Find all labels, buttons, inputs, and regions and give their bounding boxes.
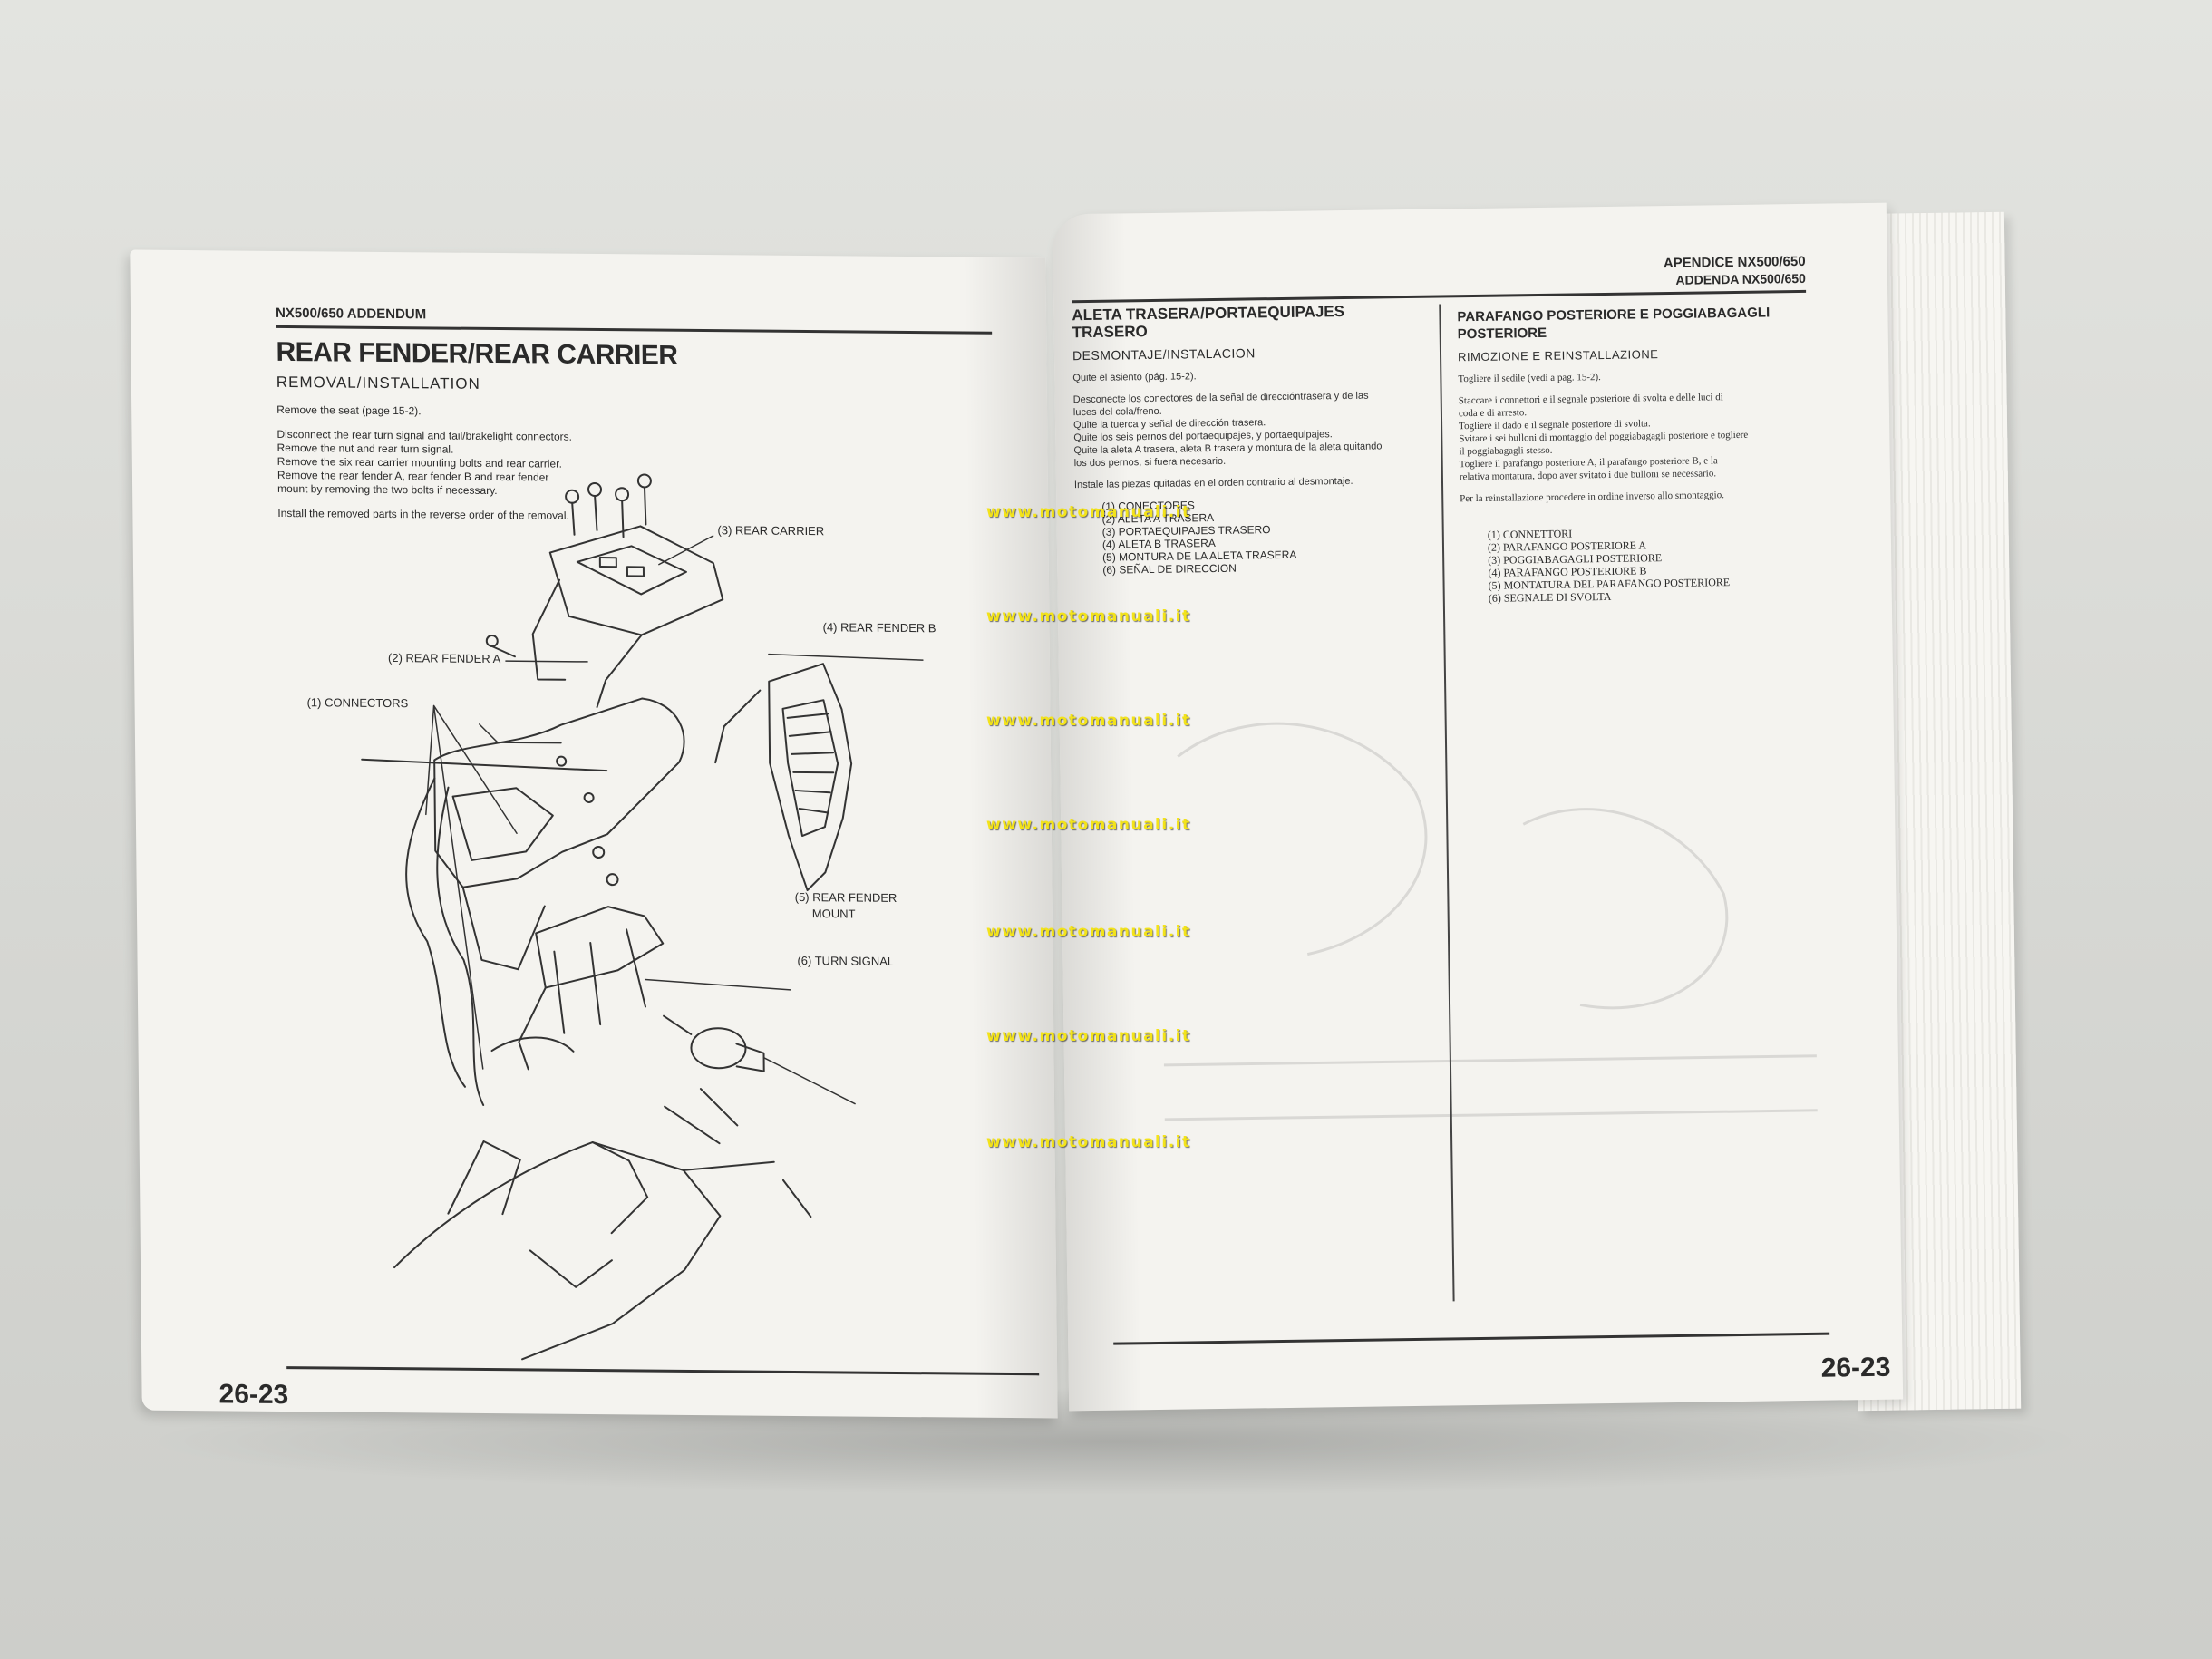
exploded-view-diagram: [361, 473, 924, 1361]
rear-fender-a-part: [433, 697, 685, 971]
footer-rule: [1113, 1332, 1830, 1345]
turn-signal-part: [663, 1014, 765, 1072]
rear-fender-b-part: [714, 663, 853, 892]
spanish-steps: Desconecte los conectores de la señal de…: [1073, 389, 1419, 470]
bleed-through-shadow: [1163, 722, 1818, 1121]
spanish-subtitle: DESMONTAJE/INSTALACION: [1072, 345, 1256, 364]
right-page-header-it: ADDENDA NX500/650: [1675, 270, 1807, 287]
callout-rear-fender-mount: (5) REAR FENDER: [794, 889, 897, 905]
callout-leaders: [425, 535, 924, 1105]
watermark-text: www.motomanuali.it: [986, 816, 1191, 834]
callout-connectors: (1) CONNECTORS: [306, 695, 409, 711]
italian-subtitle: RIMOZIONE E REINSTALLAZIONE: [1457, 347, 1659, 364]
callout-rear-fender-a: (2) REAR FENDER A: [387, 651, 501, 666]
watermark-text: www.motomanuali.it: [986, 607, 1191, 626]
spanish-column: ALETA TRASERA/PORTAEQUIPAJES TRASERO DES…: [1072, 302, 1420, 577]
spanish-install: Instale las piezas quitadas en el orden …: [1073, 475, 1353, 491]
italian-column: PARAFANGO POSTERIORE E POGGIABAGAGLI POS…: [1457, 304, 1815, 605]
spanish-title-line2: TRASERO: [1072, 323, 1148, 342]
italian-title: PARAFANGO POSTERIORE E POGGIABAGAGLI POS…: [1457, 304, 1810, 343]
rear-carrier-part: [485, 525, 724, 709]
spanish-title-line1: ALETA TRASERA/PORTAEQUIPAJES: [1072, 302, 1345, 325]
rear-fender-mount-part: [518, 906, 665, 1071]
left-page: NX500/650 ADDENDUM REAR FENDER/REAR CARR…: [130, 249, 1058, 1419]
watermark-text: www.motomanuali.it: [986, 712, 1191, 730]
italian-parts-list: (1) CONNETTORI (2) PARAFANGO POSTERIORE …: [1460, 524, 1815, 605]
callout-rear-fender-mount-line2: MOUNT: [811, 907, 856, 921]
left-page-number: 26-23: [218, 1379, 289, 1411]
spanish-seat: Quite el asiento (pág. 15-2).: [1072, 371, 1197, 384]
italian-title-line2: POSTERIORE: [1457, 325, 1547, 343]
right-page: APENDICE NX500/650 ADDENDA NX500/650 ALE…: [1052, 202, 1904, 1412]
italian-seat: Togliere il sedile (vedi a pag. 15-2).: [1458, 372, 1601, 385]
callout-rear-fender-b: (4) REAR FENDER B: [822, 620, 936, 635]
right-page-number: 26-23: [1820, 1352, 1891, 1383]
italian-install: Per la reinstallazione procedere in ordi…: [1460, 490, 1725, 505]
right-page-header-es: APENDICE NX500/650: [1663, 253, 1806, 272]
spanish-title: ALETA TRASERA/PORTAEQUIPAJES TRASERO: [1072, 302, 1416, 341]
watermark-text: www.motomanuali.it: [986, 1133, 1191, 1151]
watermark-text: www.motomanuali.it: [986, 1027, 1191, 1045]
connector-wires: [361, 758, 608, 1106]
callout-rear-carrier: (3) REAR CARRIER: [717, 523, 825, 538]
italian-steps: Staccare i connettori e il segnale poste…: [1459, 390, 1813, 483]
callout-turn-signal: (6) TURN SIGNAL: [797, 953, 895, 968]
italian-title-line1: PARAFANGO POSTERIORE E POGGIABAGAGLI: [1457, 305, 1771, 325]
header-rule: [1072, 289, 1807, 304]
frame-section: [393, 1088, 812, 1361]
watermark-text: www.motomanuali.it: [986, 923, 1191, 941]
watermark-text: www.motomanuali.it: [986, 503, 1191, 521]
